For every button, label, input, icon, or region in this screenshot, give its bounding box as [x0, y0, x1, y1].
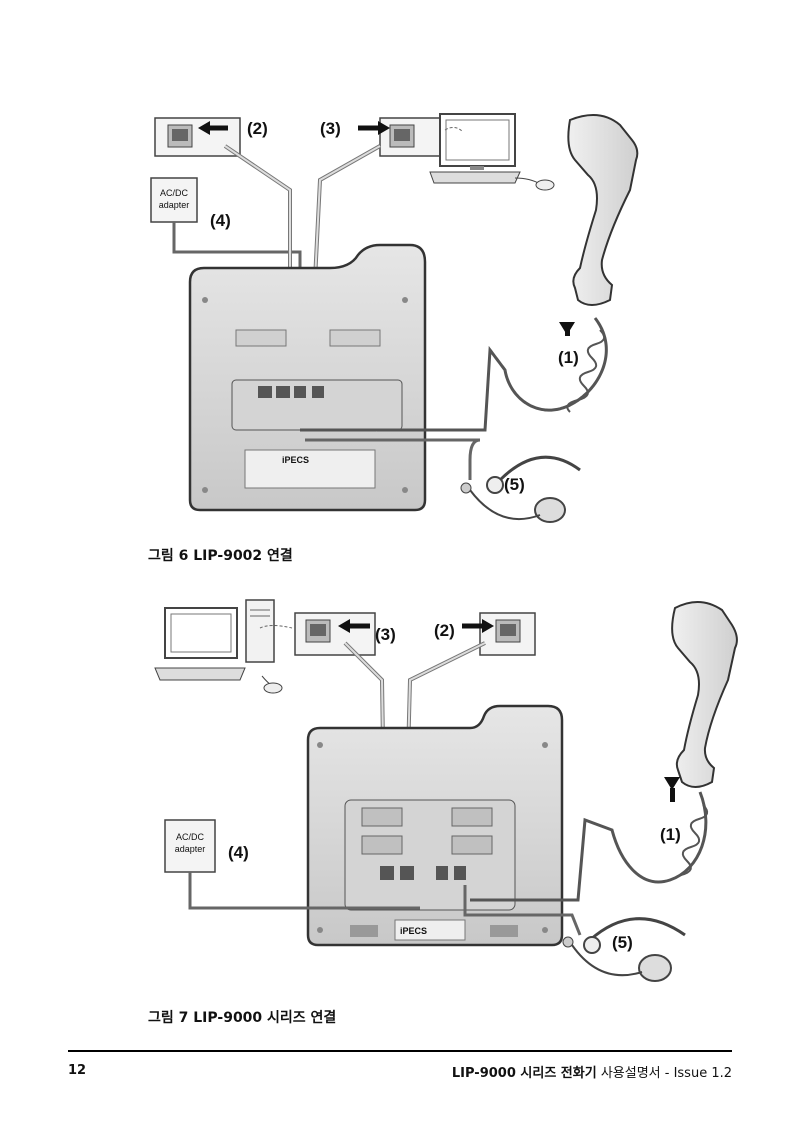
phone-base-lip9000: iPECS	[306, 704, 564, 947]
figure-caption: 그림 6 LIP-9002 연결	[148, 548, 293, 564]
wall-jack-pc	[379, 117, 441, 157]
wall-jack-pc	[294, 612, 376, 656]
ac-dc-adapter: AC/DC adapter	[150, 177, 302, 380]
document-subtitle: 사용설명서 - Issue 1.2	[596, 1066, 732, 1081]
handset-cord	[300, 317, 608, 432]
figure-caption: 그림 7 LIP-9000 시리즈 연결	[148, 1010, 337, 1026]
label-1: (1)	[660, 825, 681, 844]
wall-jack-lan	[154, 117, 241, 157]
ac-dc-adapter: AC/DC adapter	[164, 819, 420, 910]
handset-icon	[671, 601, 738, 788]
label-3: (3)	[375, 625, 396, 644]
wall-jack-lan	[479, 612, 536, 656]
footer-title: LIP-9000 시리즈 전화기 사용설명서 - Issue 1.2	[452, 1062, 732, 1081]
figure-1-diagram: AC/DC adapter iPECS	[150, 113, 639, 523]
brand-label: iPECS	[282, 455, 309, 465]
brand-label: iPECS	[400, 926, 427, 936]
figure-2-diagram: iPECS AC/DC adapter	[154, 599, 738, 982]
adapter-text-line1: AC/DC	[176, 832, 205, 842]
label-5: (5)	[612, 933, 633, 952]
computer-icon	[154, 599, 293, 694]
phone-base-lip9002: iPECS	[188, 243, 427, 512]
adapter-text-line2: adapter	[175, 844, 206, 854]
label-4: (4)	[228, 843, 249, 862]
adapter-text-line2: adapter	[159, 200, 190, 210]
handset-cord	[470, 791, 708, 902]
label-2: (2)	[247, 119, 268, 138]
headset-icon	[463, 885, 686, 982]
footer-divider	[68, 1050, 732, 1052]
headset-icon	[305, 438, 581, 523]
label-1: (1)	[558, 348, 579, 367]
label-2: (2)	[434, 621, 455, 640]
label-4: (4)	[210, 211, 231, 230]
computer-icon	[429, 113, 555, 191]
label-3: (3)	[320, 119, 341, 138]
document-title: LIP-9000 시리즈 전화기	[451, 1066, 597, 1081]
label-5: (5)	[504, 475, 525, 494]
page-number: 12	[68, 1063, 87, 1078]
handset-icon	[567, 114, 639, 306]
adapter-text-line1: AC/DC	[160, 188, 189, 198]
